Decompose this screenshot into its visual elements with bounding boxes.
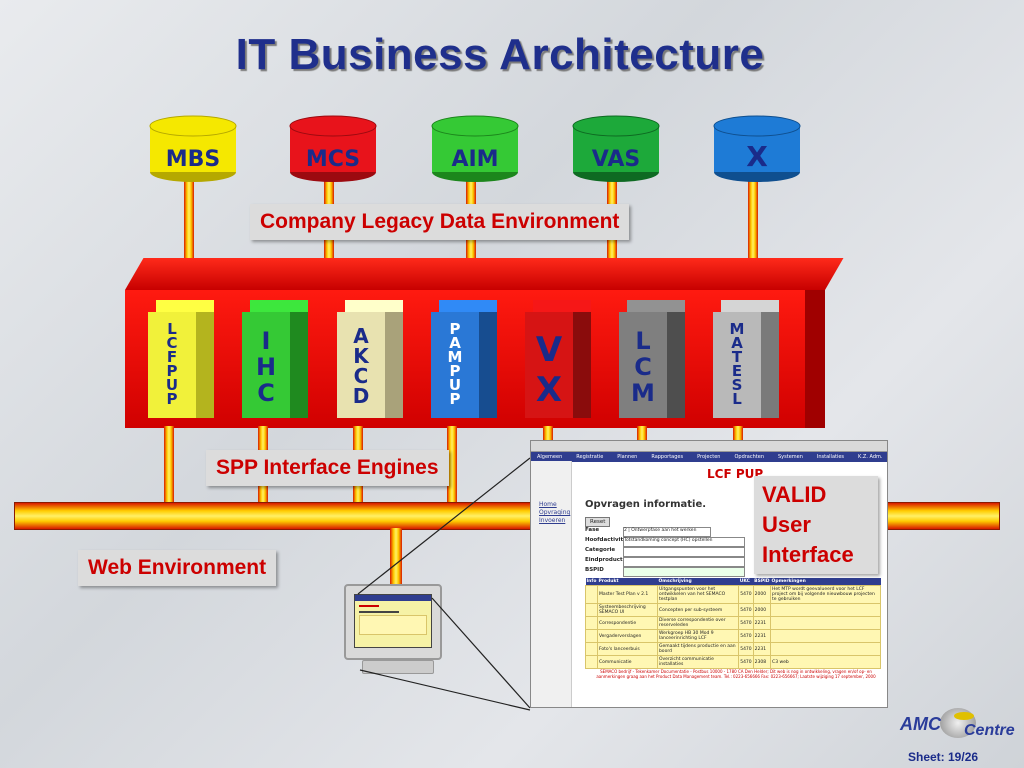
form-label: Hoofdactiviteit [585, 537, 632, 543]
browser-toolbar [531, 441, 887, 452]
nav-item[interactable]: K.Z. Adm. Mieu [858, 454, 883, 470]
hoofdactiviteit-select[interactable]: Totstandkoming concept (HC) opstellen [623, 537, 745, 547]
svg-text:AIM: AIM [451, 147, 498, 172]
sheet-number: Sheet: 19/26 [908, 750, 979, 764]
database-row: MBS MCS AIM VAS X [148, 114, 808, 184]
screen-app-title: LCF PUP [707, 467, 764, 481]
screen-sidebar: Home Opvraging Invoeren [531, 461, 572, 707]
form-label: Fase [585, 527, 600, 533]
form-label: BSPID [585, 567, 604, 573]
table-header: Opmerkingen [770, 578, 881, 586]
svg-text:X: X [746, 140, 768, 173]
logo-text-right: Centre [964, 722, 1015, 739]
nav-item[interactable]: Installaties [816, 454, 845, 460]
nav-item[interactable]: Rapportages [651, 454, 684, 460]
db-connector [184, 180, 194, 270]
database-cylinder: X [712, 114, 802, 189]
screen-nav: Algemeen Registratie Plannen Rapportages… [531, 452, 887, 470]
database-cylinder: MCS [288, 114, 378, 189]
spp-interface-label: SPP Interface Engines [206, 450, 449, 486]
callout-line: VALID [762, 482, 827, 507]
svg-text:MBS: MBS [166, 147, 221, 172]
nav-item[interactable]: Registratie [576, 454, 604, 460]
web-environment-label: Web Environment [78, 550, 277, 586]
web-screenshot: Algemeen Registratie Plannen Rapportages… [530, 440, 888, 708]
nav-item[interactable]: Opdrachten [734, 454, 764, 460]
screen-heading: Opvragen informatie. [585, 499, 707, 510]
amc-logo: AMC Centre [900, 706, 1020, 746]
nav-item[interactable]: Algemeen [537, 454, 563, 460]
callout-line: Interface [762, 542, 854, 567]
svg-text:VAS: VAS [592, 147, 640, 172]
valid-ui-callout: VALID User Interface [754, 476, 878, 574]
form-label: Eindproduct [585, 557, 623, 563]
categorie-select[interactable] [623, 547, 745, 557]
logo-text-left: AMC [900, 714, 941, 734]
callout-line: User [762, 512, 811, 537]
side-link[interactable]: Opvraging [539, 509, 571, 516]
database-cylinder: VAS [571, 114, 661, 189]
fase-select[interactable]: 2 | Ontwerpfase aan het werken [623, 527, 711, 537]
form-label: Categorie [585, 547, 616, 553]
nav-item[interactable]: Systemen [778, 454, 803, 460]
table-header: UKC [738, 578, 754, 586]
nav-item[interactable]: Plannen [617, 454, 638, 460]
product-table: Info Produkt Omschrijving UKC BSPID Opme… [585, 578, 881, 669]
reset-button[interactable]: Reset [585, 517, 611, 527]
side-link[interactable]: Invoeren [539, 517, 566, 524]
web-connector [390, 528, 402, 588]
eindproduct-select[interactable] [623, 557, 745, 567]
screen-footer: SEMACO bedrijf - Tekenkamer Documentatie… [596, 669, 876, 679]
computer-monitor [344, 584, 444, 676]
side-link[interactable]: Home [539, 501, 557, 508]
database-cylinder: AIM [430, 114, 520, 189]
table-header: Info [585, 578, 598, 586]
engine-connector [447, 426, 457, 502]
engine-connector [164, 426, 174, 502]
nav-item[interactable]: Projecten [697, 454, 721, 460]
db-connector [748, 180, 758, 270]
table-header: Omschrijving [657, 578, 739, 586]
svg-text:MCS: MCS [306, 147, 360, 172]
table-header: BSPID [753, 578, 771, 586]
legacy-environment-label: Company Legacy Data Environment [250, 204, 630, 240]
page-title: IT Business Architecture [235, 30, 765, 79]
bspid-field[interactable] [623, 567, 745, 577]
table-header: Produkt [597, 578, 658, 586]
database-cylinder: MBS [148, 114, 238, 189]
